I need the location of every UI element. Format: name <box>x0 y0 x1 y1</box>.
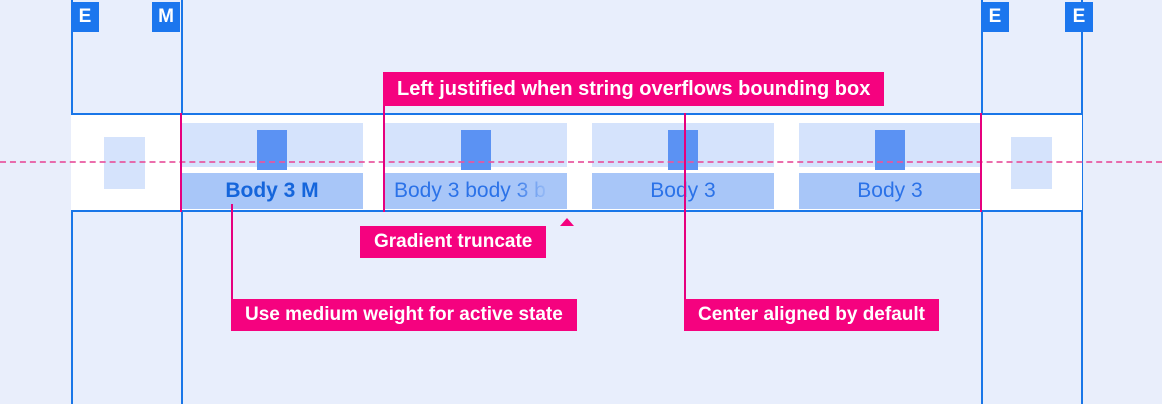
tab-4-placeholder-icon <box>875 130 905 170</box>
marker-badge-e-right-inner: E <box>981 2 1009 32</box>
annotation-active-weight: Use medium weight for active state <box>231 299 577 331</box>
page-strip-right <box>1082 0 1162 404</box>
callout-rule-overflow <box>383 96 385 212</box>
callout-rule-active-weight <box>231 204 233 304</box>
callout-rule-right-margin <box>980 113 982 212</box>
ghost-tab-left <box>104 137 145 189</box>
page-strip-left <box>0 0 71 404</box>
annotation-center-aligned: Center aligned by default <box>684 299 939 331</box>
tab-2-label-surface: Body 3 body 3 b <box>385 173 567 209</box>
callout-rule-left-margin <box>180 113 182 212</box>
tab-1-label-surface: Body 3 M <box>181 173 363 209</box>
marker-badge-e-right-outer: E <box>1065 2 1093 32</box>
marker-badge-m: M <box>152 2 180 32</box>
tab-3-label-surface: Body 3 <box>592 173 774 209</box>
horizontal-centerline-guide <box>0 161 1162 163</box>
tab-3-label: Body 3 <box>650 179 716 202</box>
tab-1-label: Body 3 M <box>225 179 319 202</box>
component-canvas: Body 3 M Body 3 body 3 b Body 3 Body <box>71 113 1082 212</box>
callout-rule-center <box>684 113 686 311</box>
marker-badge-e-left: E <box>71 2 99 32</box>
tab-4-label-surface: Body 3 <box>799 173 981 209</box>
tab-item-1[interactable]: Body 3 M <box>181 123 363 209</box>
tab-item-2[interactable]: Body 3 body 3 b <box>385 123 567 209</box>
tab-item-4[interactable]: Body 3 <box>799 123 981 209</box>
tab-1-placeholder-icon <box>257 130 287 170</box>
tab-4-label: Body 3 <box>857 179 923 202</box>
ghost-tab-right <box>1011 137 1052 189</box>
tab-2-label: Body 3 body 3 b <box>394 179 546 202</box>
annotation-gradient-pointer <box>560 218 574 226</box>
tab-2-placeholder-icon <box>461 130 491 170</box>
tab-item-3[interactable]: Body 3 <box>592 123 774 209</box>
annotation-gradient-truncate: Gradient truncate <box>360 226 547 258</box>
guide-line-right-edge <box>1081 0 1083 404</box>
tab-3-placeholder-icon <box>668 130 698 170</box>
annotation-overflow-alignment: Left justified when string overflows bou… <box>383 72 885 106</box>
